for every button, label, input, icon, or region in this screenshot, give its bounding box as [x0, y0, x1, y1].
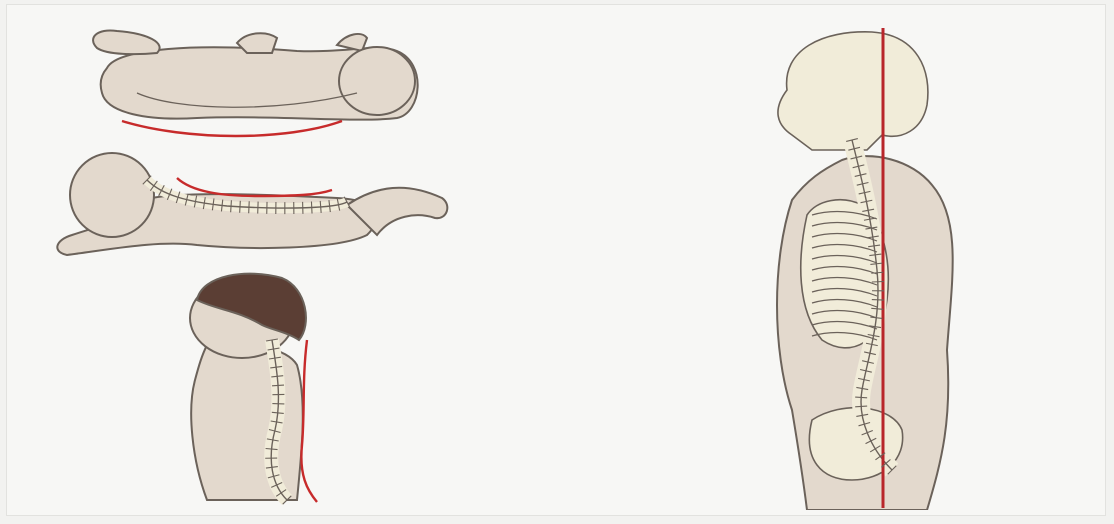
vertebra-mark [311, 202, 312, 214]
vertebra-mark [249, 201, 250, 213]
adult-panel [752, 20, 982, 510]
vertebra-mark [272, 385, 284, 386]
fetus-spine-icon [77, 23, 437, 143]
infant-panel [47, 140, 457, 270]
vertebra-mark [855, 397, 867, 398]
vertebra-mark [872, 300, 884, 301]
child-panel [177, 270, 347, 505]
figure-frame [6, 4, 1106, 516]
adult-skeleton-spine-icon [752, 20, 982, 510]
standing-child-spine-icon [177, 270, 347, 505]
crawling-infant-spine-icon [47, 140, 457, 270]
vertebra-mark [240, 201, 241, 213]
fetus-panel [77, 23, 437, 143]
vertebra-mark [855, 406, 867, 407]
vertebra-mark [231, 200, 232, 212]
